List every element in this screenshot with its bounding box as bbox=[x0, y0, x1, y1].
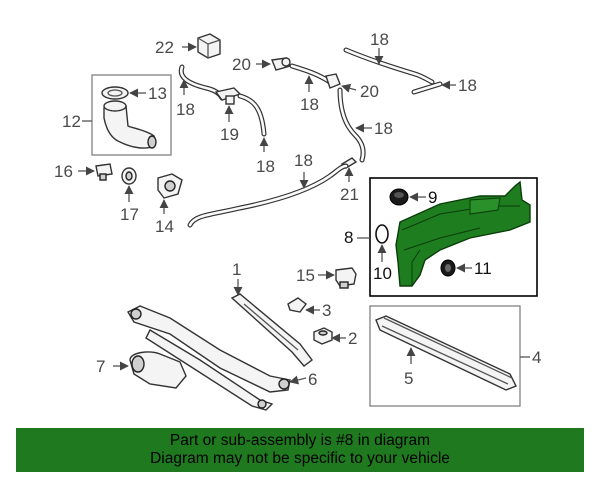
box-8 bbox=[369, 177, 538, 297]
callout-18f: 18 bbox=[374, 119, 393, 138]
callout-1: 1 bbox=[232, 260, 241, 279]
part-16-nozzle bbox=[95, 163, 113, 181]
parts-diagram: 22 18 19 18 20 18 20 18 bbox=[54, 30, 541, 411]
hose-18-right-vertical bbox=[337, 87, 366, 163]
info-banner: Part or sub-assembly is #8 in diagram Di… bbox=[16, 428, 584, 472]
leader-20b bbox=[341, 83, 357, 93]
callout-6: 6 bbox=[308, 370, 317, 389]
part-2-nut bbox=[313, 327, 333, 345]
callout-16: 16 bbox=[54, 162, 73, 181]
part-12-filler-neck bbox=[103, 100, 157, 149]
callout-5: 5 bbox=[404, 369, 413, 388]
hose-18-long bbox=[187, 163, 349, 228]
callout-18g: 18 bbox=[294, 151, 313, 170]
callout-19: 19 bbox=[220, 125, 239, 144]
callout-15: 15 bbox=[296, 266, 315, 285]
hose-18-short bbox=[411, 81, 443, 95]
callout-20b: 20 bbox=[360, 82, 379, 101]
callout-7: 7 bbox=[96, 357, 105, 376]
part-7-motor bbox=[129, 351, 187, 389]
callout-18d: 18 bbox=[370, 30, 389, 49]
hose-18-left bbox=[178, 64, 225, 101]
part-8-reservoir bbox=[395, 180, 531, 287]
part-3-cap bbox=[287, 297, 307, 313]
callout-4: 4 bbox=[532, 348, 541, 367]
callout-2: 2 bbox=[348, 329, 357, 348]
leader-6 bbox=[289, 375, 307, 385]
callout-10: 10 bbox=[373, 264, 392, 283]
hose-18-top-right bbox=[343, 47, 435, 85]
callout-17: 17 bbox=[120, 205, 139, 224]
callout-9: 9 bbox=[428, 188, 437, 207]
wiper-linkage bbox=[127, 305, 291, 411]
part-14-pump bbox=[157, 173, 183, 199]
part-20-connector-mid bbox=[325, 73, 341, 89]
callout-8: 8 bbox=[344, 228, 353, 247]
part-5-wiper-blade bbox=[375, 315, 517, 391]
part-15-pump bbox=[335, 267, 357, 289]
banner-line-1: Part or sub-assembly is #8 in diagram bbox=[169, 432, 431, 449]
part-1-wiper-arm bbox=[230, 293, 313, 367]
callout-18c: 18 bbox=[300, 95, 319, 114]
part-17-grommet bbox=[121, 167, 137, 185]
hose-18-mid bbox=[237, 93, 267, 137]
part-13-gasket bbox=[101, 86, 129, 100]
callout-11: 11 bbox=[474, 259, 492, 278]
box-4 bbox=[369, 305, 521, 407]
banner-line-2: Diagram may not be specific to your vehi… bbox=[150, 450, 450, 467]
callout-14: 14 bbox=[155, 217, 174, 236]
callout-13: 13 bbox=[148, 84, 167, 103]
part-20-connector-top bbox=[271, 57, 292, 71]
part-9-cap bbox=[389, 188, 409, 206]
part-11-grommet bbox=[440, 259, 456, 277]
box-12 bbox=[91, 74, 172, 156]
callout-20a: 20 bbox=[232, 55, 251, 74]
callout-3: 3 bbox=[322, 301, 331, 320]
callout-12: 12 bbox=[62, 112, 81, 131]
callout-18a: 18 bbox=[176, 100, 195, 119]
callout-21: 21 bbox=[340, 185, 359, 204]
part-10-oring bbox=[375, 224, 389, 244]
callout-18e: 18 bbox=[458, 76, 477, 95]
hose-18-upper bbox=[289, 63, 333, 85]
part-22-connector bbox=[197, 33, 221, 59]
part-19-junction bbox=[214, 87, 242, 105]
callout-22: 22 bbox=[155, 38, 174, 57]
callout-18b: 18 bbox=[256, 157, 275, 176]
